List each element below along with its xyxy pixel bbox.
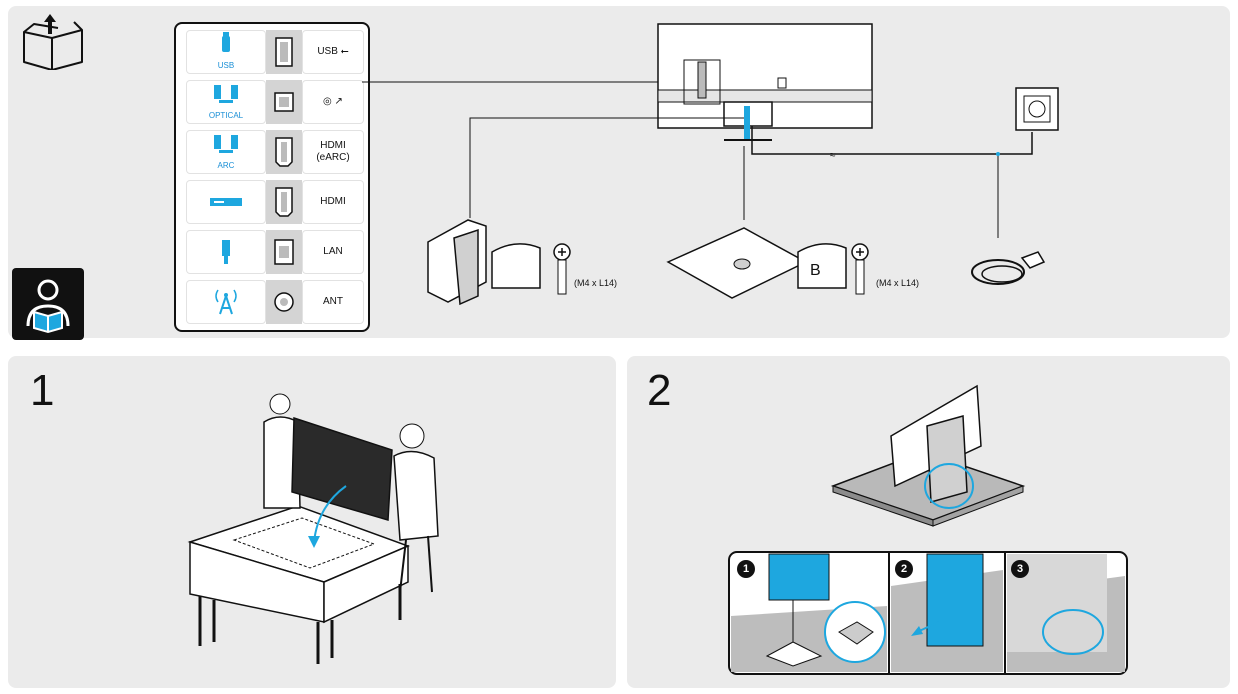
unboxing-icon	[23, 14, 83, 70]
usb-drive-icon: USB	[186, 30, 266, 74]
port-label: USB ⭠	[302, 30, 364, 74]
usb-symbol-icon: ⭠	[337, 46, 349, 57]
set-top-box-icon	[186, 180, 266, 224]
port-caption: ARC	[217, 161, 235, 170]
antenna-port-icon	[266, 280, 302, 324]
port-row-antenna: ANT	[186, 280, 364, 324]
substep-badge: 3	[1011, 560, 1029, 578]
port-row-hdmi: HDMI	[186, 180, 364, 224]
port-row-usb: USB USB ⭠	[186, 30, 364, 74]
screw-spec-neck: (M4 x L14)	[574, 278, 618, 288]
step-1-panel: 1	[8, 356, 616, 688]
port-label-text: USB	[317, 46, 338, 57]
antenna-icon	[186, 280, 266, 324]
bag-label: B	[810, 262, 821, 279]
port-label: HDMI	[302, 180, 364, 224]
port-label: HDMI (eARC)	[302, 130, 364, 174]
optical-symbol-icon: ◎ ↗	[323, 96, 343, 107]
port-caption: OPTICAL	[208, 111, 244, 120]
step-number: 1	[30, 366, 55, 415]
port-label: LAN	[302, 230, 364, 274]
arc-speaker-icon: ARC	[186, 130, 266, 174]
port-caption: USB	[217, 61, 235, 70]
port-label: ◎ ↗	[302, 80, 364, 124]
lay-tv-on-table-illustration	[187, 393, 439, 664]
lan-plug-icon	[186, 230, 266, 274]
port-row-optical: OPTICAL ◎ ↗	[186, 80, 364, 124]
step-2-panel: 2 1 2 3	[627, 356, 1230, 688]
substep-badge: 2	[895, 560, 913, 578]
read-manual-icon	[12, 268, 84, 340]
optical-speaker-icon: OPTICAL	[186, 80, 266, 124]
wiring-diagram: ≈	[362, 23, 1059, 306]
port-row-hdmi-earc: ARC HDMI (eARC)	[186, 130, 364, 174]
hdmi-port-icon	[266, 130, 302, 174]
lan-port-icon	[266, 230, 302, 274]
hdmi-port-icon	[266, 180, 302, 224]
svg-text:≈: ≈	[830, 150, 836, 161]
port-label: ANT	[302, 280, 364, 324]
connection-overview-panel: USB USB ⭠ OPTICAL ◎ ↗	[8, 6, 1230, 340]
attach-stand-illustration	[728, 384, 1128, 675]
step-number: 2	[647, 366, 672, 415]
usb-port-icon	[266, 30, 302, 74]
optical-port-icon	[266, 80, 302, 124]
port-panel: USB USB ⭠ OPTICAL ◎ ↗	[174, 22, 370, 332]
screw-spec-base: (M4 x L14)	[876, 278, 920, 288]
port-row-lan: LAN	[186, 230, 364, 274]
substep-badge: 1	[737, 560, 755, 578]
